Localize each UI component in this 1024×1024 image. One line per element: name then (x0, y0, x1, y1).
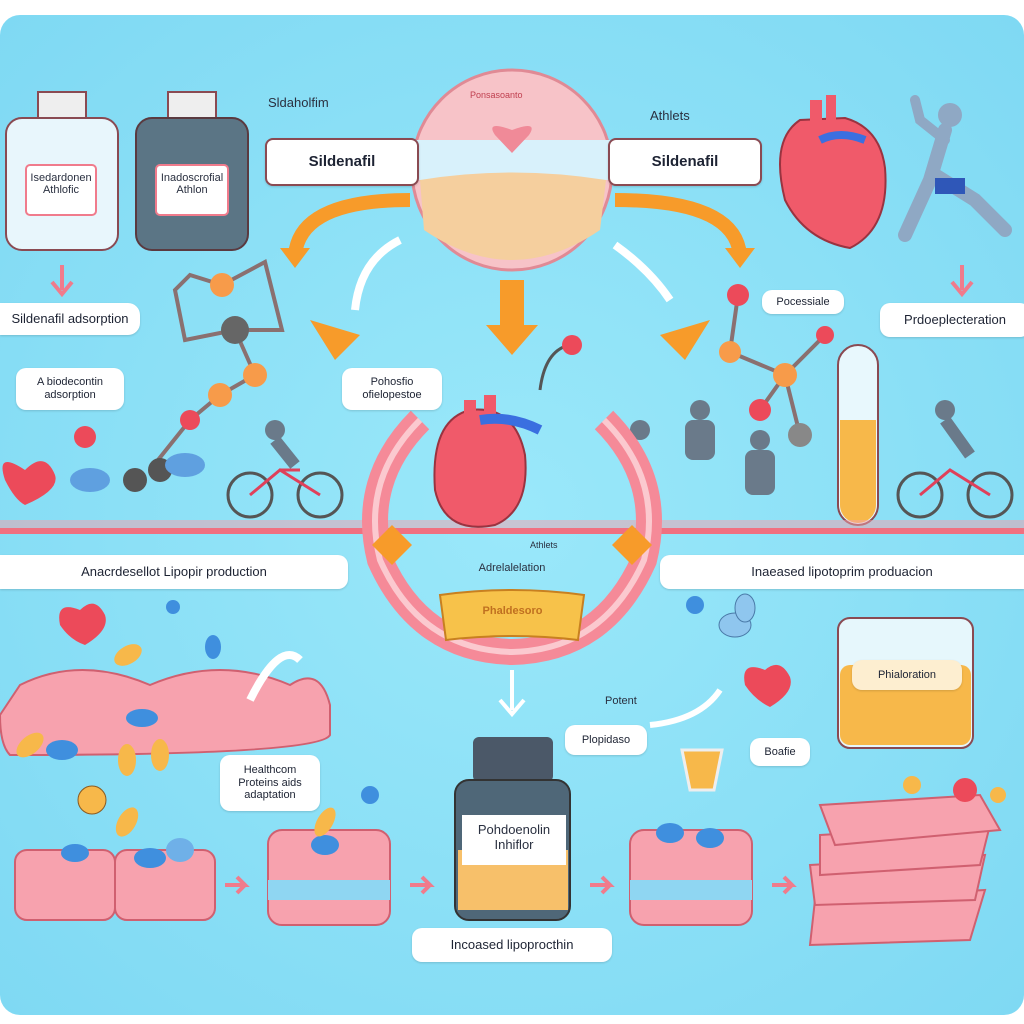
prdoeplect-label: Prdoeplecteration (880, 303, 1024, 337)
sildenafil-label-right: Sildenafil (608, 138, 762, 186)
healthcom-line3: adaptation (244, 789, 296, 802)
healthcom-line1: Healthcom (243, 764, 297, 777)
sildenafil-label-left: Sildenafil (265, 138, 419, 186)
heart-left-icon (2, 461, 56, 505)
boafie-label: Boafie (750, 738, 810, 766)
circle-label: Ponsasoanto (470, 90, 523, 100)
caption-left: Sldaholfim (268, 95, 329, 110)
bottle-label-1-line2: Athlofic (42, 184, 80, 196)
bottle-dark-icon (135, 91, 249, 251)
cyclist-left-icon (226, 420, 344, 519)
weightlifters-icon (630, 400, 775, 495)
right-production-label: Inaeased lipotoprim produacion (660, 555, 1024, 589)
adsorption-label: Sildenafil adsorption (0, 303, 140, 335)
heart-small-icon (59, 603, 106, 645)
athlete-running-icon (898, 95, 1012, 242)
center-caption: Adrelalelation (478, 562, 546, 574)
bottle-label-2-line1: Inadoscrofial (160, 172, 224, 184)
ribbon-banner (438, 589, 586, 642)
biodecontin-line1: A biodecontin (36, 376, 104, 389)
cyclist-right-icon (896, 400, 1014, 519)
center-athlets: Athlets (530, 540, 558, 550)
ribbon-label: Phaldesoro (482, 605, 543, 617)
phospho-line1: Pohosfio (370, 376, 414, 389)
bottle-label-1-line1: Isedardonen (30, 172, 92, 184)
bottom-label: Incoased lipoprocthin (412, 928, 612, 962)
left-production-label: Anacrdesellot Lipopir production (0, 555, 348, 589)
beaker-label: Phialoration (852, 660, 962, 690)
anatomical-heart-icon (779, 95, 887, 250)
caption-right: Athlets (650, 108, 690, 123)
potent-label: Potent (605, 695, 637, 707)
cylinder-stack-2 (267, 786, 391, 926)
bottle-light-icon (5, 91, 119, 251)
healthcom-line2: Proteins aids (238, 776, 302, 789)
heart-right-icon (744, 664, 791, 707)
membrane-line (0, 528, 1024, 534)
tissue-layers-icon (808, 793, 1002, 947)
cylinder-stack-3 (629, 748, 753, 926)
pocessiale-label: Pocessiale (762, 290, 844, 314)
phospho-line2: ofielopestoe (362, 389, 422, 401)
tissue-slab-icon (0, 669, 331, 757)
molecule-left-atoms (70, 273, 267, 492)
center-heart-icon (433, 395, 543, 528)
bottle-label-2-line2: Athlon (176, 184, 208, 196)
bottle-main-line2: Inhiflor (494, 837, 534, 852)
medicine-bottle-icon (454, 737, 571, 921)
biodecontin-line2: adsorption (44, 389, 96, 401)
test-tube-icon (837, 344, 879, 526)
bottle-main-line1: Pohdoenolin (477, 822, 551, 837)
cylinder-stack-1 (14, 838, 216, 921)
pill-cluster-icon (686, 593, 756, 638)
plopidaso-label: Plopidaso (565, 725, 647, 755)
tissue-circle-icon (410, 68, 614, 272)
